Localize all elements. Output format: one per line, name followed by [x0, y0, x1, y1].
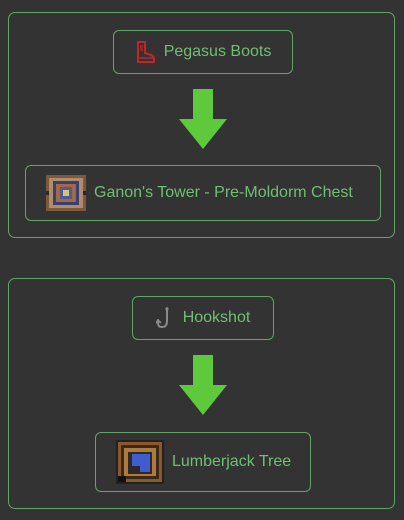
boot-icon [136, 41, 155, 63]
dungeon-room-thumbnail-icon [46, 175, 86, 211]
route-card-1: Pegasus Boots Ganon's Tower - Pre-Moldor… [8, 12, 395, 238]
hook-icon [155, 307, 169, 329]
down-arrow-icon [179, 89, 227, 149]
location-label: Ganon's Tower - Pre-Moldorm Chest [94, 184, 353, 201]
item-label: Pegasus Boots [163, 43, 272, 60]
item-button-hookshot[interactable]: Hookshot [132, 296, 274, 340]
location-label: Lumberjack Tree [172, 453, 292, 470]
item-button-pegasus-boots[interactable]: Pegasus Boots [113, 30, 293, 74]
down-arrow-icon [179, 355, 227, 415]
route-card-2: Hookshot Lumberjack Tree [8, 278, 395, 509]
item-label: Hookshot [182, 309, 251, 326]
location-button-lumberjack-tree[interactable]: Lumberjack Tree [95, 432, 311, 492]
tree-room-thumbnail-icon [116, 440, 164, 484]
location-button-ganons-tower[interactable]: Ganon's Tower - Pre-Moldorm Chest [25, 165, 381, 221]
